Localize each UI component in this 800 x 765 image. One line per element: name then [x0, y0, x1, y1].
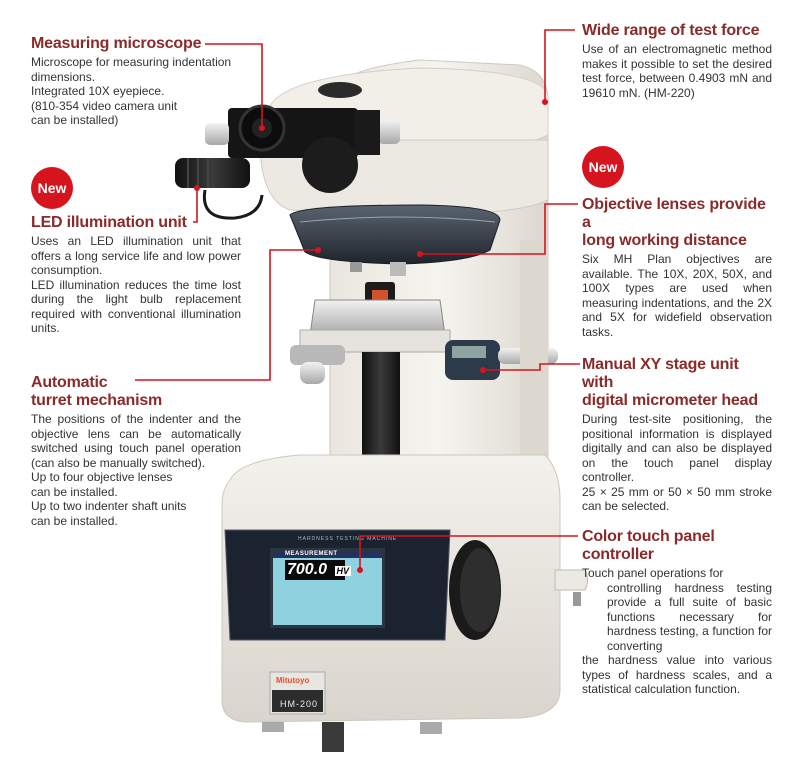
hardness-value: 700.0: [287, 561, 328, 578]
title-line: digital micrometer head: [582, 392, 758, 409]
callout-title: Measuring microscope: [31, 35, 202, 52]
body-line: Touch panel operations for: [582, 566, 724, 580]
title-line: Objective lenses provide a: [582, 196, 766, 231]
callout-title: LED illumination unit: [31, 214, 187, 231]
title-line: Manual XY stage unit with: [582, 356, 739, 391]
body-line: Six MH Plan objectives are available. Th…: [582, 252, 772, 339]
touch-panel-screen-header: MEASUREMENT: [285, 551, 338, 557]
new-badge-objective: New: [582, 146, 624, 188]
callout-body: During test-site positioning, the positi…: [582, 412, 772, 514]
callout-body: The positions of the indenter and the ob…: [31, 412, 241, 528]
body-line: can be installed): [31, 113, 119, 127]
hardness-unit: HV: [334, 566, 352, 576]
callout-body: Use of an electromagnetic method makes i…: [582, 42, 772, 100]
body-line: Microscope for measuring indentation dim…: [31, 55, 232, 84]
body-line: Up to four objective lenses: [31, 470, 173, 484]
callout-body: Touch panel operations for controlling h…: [582, 566, 772, 697]
body-line: During test-site positioning, the positi…: [582, 412, 772, 484]
body-line: Up to two indenter shaft units: [31, 499, 187, 513]
callout-touch-panel: Color touch panel controller Touch panel…: [582, 528, 772, 697]
body-line: (810-354 video camera unit: [31, 98, 178, 113]
body-line: Uses an LED illumination unit that offer…: [31, 234, 241, 277]
body-line: can be installed.: [31, 513, 118, 528]
touch-panel-hardness-value: 700.0 HV: [287, 561, 352, 580]
title-line: Automatic: [31, 374, 108, 391]
callout-xy-stage: Manual XY stage unit with digital microm…: [582, 356, 772, 514]
body-line: controlling hardness testing provide a f…: [607, 580, 772, 653]
callout-body: Uses an LED illumination unit that offer…: [31, 234, 241, 336]
callout-measuring-microscope: Measuring microscope Microscope for meas…: [31, 35, 241, 128]
body-line: The positions of the indenter and the ob…: [31, 412, 241, 470]
body-line: Integrated 10X eyepiece.: [31, 84, 165, 98]
touch-panel-caption: HARDNESS TESTING MACHINE: [298, 536, 398, 542]
callout-body: Six MH Plan objectives are available. Th…: [582, 252, 772, 339]
body-line: can be installed.: [31, 484, 118, 499]
callout-led-illumination: LED illumination unit Uses an LED illumi…: [31, 214, 241, 336]
model-label: HM-200: [280, 699, 319, 709]
new-badge-led: New: [31, 167, 73, 209]
callout-objective-lenses: Objective lenses provide a long working …: [582, 196, 772, 339]
body-line: LED illumination reduces the time lost d…: [31, 277, 241, 336]
body-line: 25 × 25 mm or 50 × 50 mm stroke can be s…: [582, 484, 772, 514]
callout-title: Automatic turret mechanism: [31, 374, 241, 410]
body-line: Use of an electromagnetic method makes i…: [582, 42, 772, 100]
body-line: the hardness value into various types of…: [582, 653, 772, 696]
callout-title: Wide range of test force: [582, 22, 760, 39]
brand-logo: Mitutoyo: [276, 676, 310, 685]
callout-title: Objective lenses provide a long working …: [582, 196, 772, 250]
callout-title: Color touch panel controller: [582, 528, 715, 563]
callout-body: Microscope for measuring indentation dim…: [31, 55, 241, 128]
callout-automatic-turret: Automatic turret mechanism The positions…: [31, 374, 241, 528]
title-line: long working distance: [582, 232, 747, 249]
callout-title: Manual XY stage unit with digital microm…: [582, 356, 772, 410]
callout-test-force: Wide range of test force Use of an elect…: [582, 22, 772, 100]
title-line: turret mechanism: [31, 392, 163, 409]
